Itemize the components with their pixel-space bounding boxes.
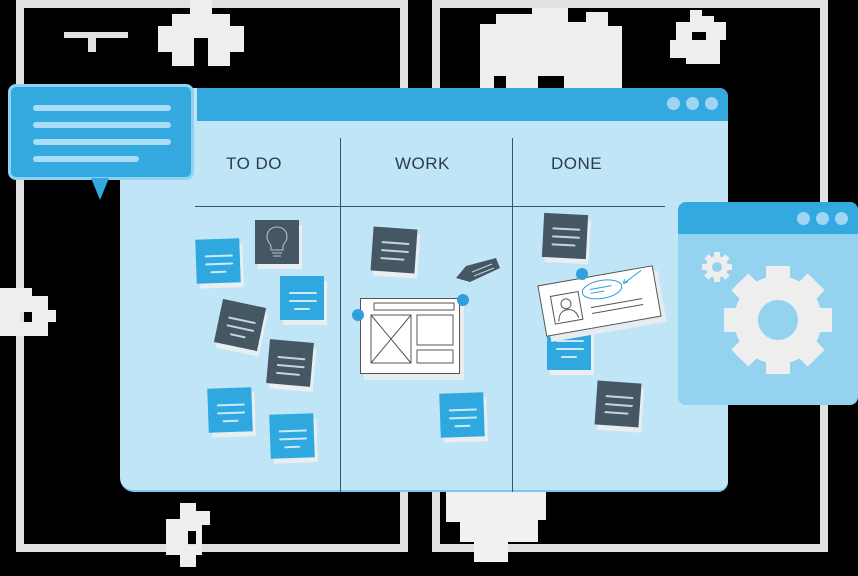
sticky-note[interactable] [439, 392, 485, 438]
sticky-note[interactable] [207, 387, 253, 433]
gear-icon-top-left [158, 0, 244, 66]
gear-icon-bottom-left [166, 503, 210, 567]
gear-icon-left [0, 288, 56, 336]
window-dot-icon[interactable] [835, 212, 848, 225]
gear-icon-top-right [670, 10, 726, 64]
sticky-note[interactable] [195, 238, 241, 284]
window-dot-icon[interactable] [816, 212, 829, 225]
tack-mark-stem [88, 38, 96, 52]
lightbulb-icon [266, 226, 288, 257]
sticky-note-idea[interactable] [255, 220, 299, 264]
profile-id-card[interactable] [537, 265, 662, 337]
window-dot-icon[interactable] [667, 97, 680, 110]
wireframe-layout-icon [370, 302, 455, 364]
sticky-note[interactable] [266, 339, 314, 387]
sticky-note[interactable] [280, 276, 324, 320]
small-gear-icon [702, 252, 732, 282]
column-header-todo: TO DO [226, 154, 283, 173]
wireframe-card[interactable] [360, 298, 460, 374]
settings-window [678, 202, 858, 405]
pin-icon [576, 268, 588, 280]
column-divider [512, 138, 513, 492]
window-dot-icon[interactable] [797, 212, 810, 225]
gear-icon-top-middle [480, 8, 622, 90]
chat-bubble [8, 84, 194, 180]
tack-mark [64, 32, 128, 38]
sticky-note[interactable] [370, 226, 418, 274]
kanban-title-bar [197, 88, 728, 121]
sticky-note[interactable] [213, 298, 267, 352]
window-controls [667, 97, 718, 110]
settings-title-bar [678, 202, 858, 234]
gear-icon-bottom-middle [446, 490, 546, 562]
header-divider [195, 206, 665, 207]
column-header-work: WORK [395, 154, 450, 173]
outline-top-right [440, 0, 820, 8]
pin-icon [352, 309, 364, 321]
sticky-note[interactable] [541, 212, 589, 260]
window-controls [797, 212, 848, 225]
sticky-note[interactable] [594, 380, 642, 428]
window-dot-icon[interactable] [686, 97, 699, 110]
window-dot-icon[interactable] [705, 97, 718, 110]
pin-icon [457, 294, 469, 306]
large-gear-icon [724, 266, 832, 374]
pencil-icon [456, 258, 500, 282]
column-divider [340, 138, 341, 492]
chat-bubble-tail [91, 178, 109, 200]
column-header-done: DONE [551, 154, 603, 173]
user-profile-icon [549, 269, 644, 325]
sticky-note[interactable] [269, 413, 315, 459]
